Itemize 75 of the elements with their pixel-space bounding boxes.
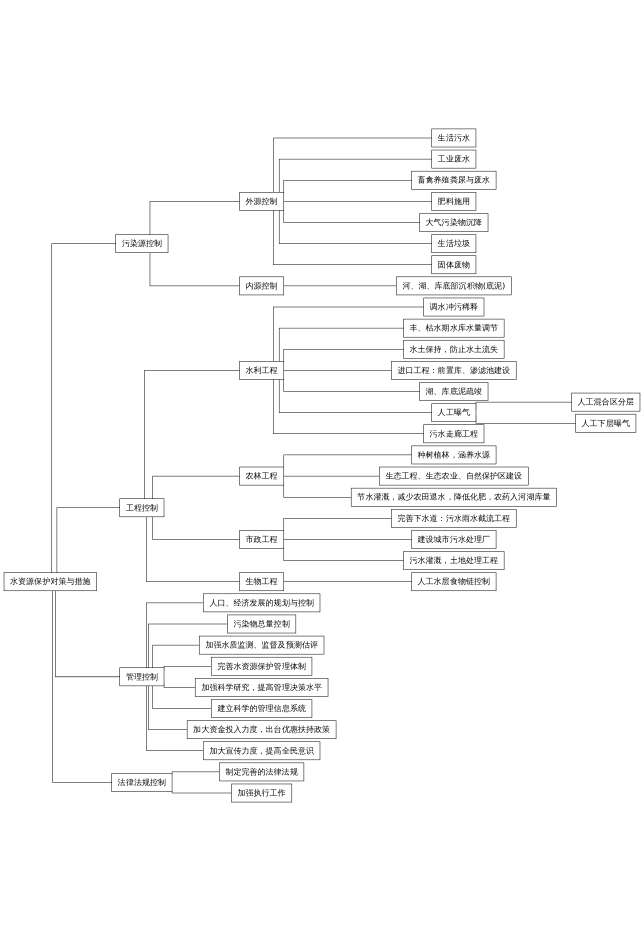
connector — [52, 243, 116, 573]
node-box: 固体废物 — [431, 255, 476, 274]
connector — [278, 379, 432, 413]
connector — [144, 370, 240, 499]
node-box: 丰、枯水期水库水量调节 — [403, 318, 504, 338]
node-box: 管理控制 — [120, 668, 164, 686]
connector — [152, 686, 212, 709]
node-box: 人工水层食物链控制 — [411, 572, 496, 592]
node-box: 节水灌溉，减少农田退水，降低化肥，农药入河湖库量 — [350, 488, 557, 506]
node-box: 生物工程 — [239, 572, 284, 592]
connector — [150, 201, 240, 235]
node-box: 水利工程 — [239, 361, 284, 380]
connector — [273, 210, 432, 265]
connector — [152, 476, 240, 499]
node-box: 外源控制 — [239, 192, 284, 211]
connector — [172, 790, 232, 794]
connector — [284, 539, 412, 540]
connector — [152, 516, 240, 540]
connector — [284, 581, 412, 582]
node-box: 污水走廊工程 — [423, 424, 484, 444]
node-box: 调水冲污稀释 — [423, 298, 484, 316]
connector — [55, 590, 120, 678]
node-box: 水资源保护对策与措施 — [4, 572, 97, 592]
node-box: 工业废水 — [431, 150, 476, 168]
node-box: 建立科学的管理信息系统 — [211, 699, 312, 718]
node-box: 内源控制 — [239, 276, 284, 296]
connector — [146, 516, 240, 582]
connector — [284, 201, 432, 202]
node-box: 畜禽养殖粪尿与废水 — [411, 170, 496, 190]
node-box: 污染源控制 — [115, 234, 168, 253]
node-box: 水土保持，防止水土流失 — [403, 340, 504, 359]
node-box: 人工下层曝气 — [575, 414, 636, 433]
node-box: 工程控制 — [120, 498, 164, 518]
node-box: 进口工程：前置库、渗滤池建设 — [391, 361, 516, 380]
node-box: 完善水资源保护管理体制 — [211, 656, 312, 676]
node-box: 建设城市污水处理厂 — [411, 530, 496, 549]
node-box: 人口、经济发展的规划与控制 — [203, 594, 320, 612]
connector — [152, 644, 200, 668]
connector — [148, 686, 188, 730]
node-box: 种树植林，涵养水源 — [411, 446, 496, 464]
node-box: 河、湖、库底部沉积物(底泥) — [396, 276, 512, 296]
node-box: 湖、库底泥疏竣 — [419, 382, 488, 401]
node-box: 人工混合区分层 — [571, 392, 640, 412]
node-box: 制定完善的法律法规 — [219, 762, 304, 782]
node-box: 市政工程 — [239, 530, 284, 549]
node-box: 法律法规控制 — [111, 773, 172, 792]
connector — [284, 370, 392, 371]
node-box: 加大宣传力度，提高全民意识 — [203, 741, 320, 760]
node-box: 肥料施用 — [431, 192, 476, 211]
node-box: 大气污染物沉降 — [419, 213, 488, 232]
connector — [148, 624, 228, 668]
connector — [273, 138, 432, 193]
connector — [52, 590, 112, 783]
node-box: 人工曝气 — [431, 403, 476, 422]
node-box: 污水灌溉，土地处理工程 — [403, 551, 504, 570]
connector — [172, 772, 220, 774]
node-box: 生活垃圾 — [431, 234, 476, 253]
node-box: 生态工程、生态农业、自然保护区建设 — [379, 466, 529, 486]
connector — [273, 306, 424, 362]
connector — [278, 328, 404, 362]
connector — [150, 252, 240, 286]
node-box: 加强水质监测、监督及预测估评 — [198, 636, 324, 654]
node-box: 加大资金投入力度，出台优惠扶持政策 — [186, 720, 336, 739]
connector — [273, 379, 424, 434]
node-box: 生活污水 — [431, 128, 476, 148]
node-box: 加强执行工作 — [231, 784, 292, 802]
node-box: 污染物总量控制 — [227, 614, 296, 634]
connector — [146, 686, 204, 752]
node-box: 农林工程 — [239, 466, 284, 486]
node-box: 加强科学研究，提高管理决策水平 — [194, 678, 328, 697]
connector — [146, 602, 204, 668]
node-box: 完善下水道：污水雨水截流工程 — [391, 509, 516, 528]
connector — [278, 158, 432, 193]
connector — [278, 210, 432, 244]
connector — [56, 508, 120, 573]
